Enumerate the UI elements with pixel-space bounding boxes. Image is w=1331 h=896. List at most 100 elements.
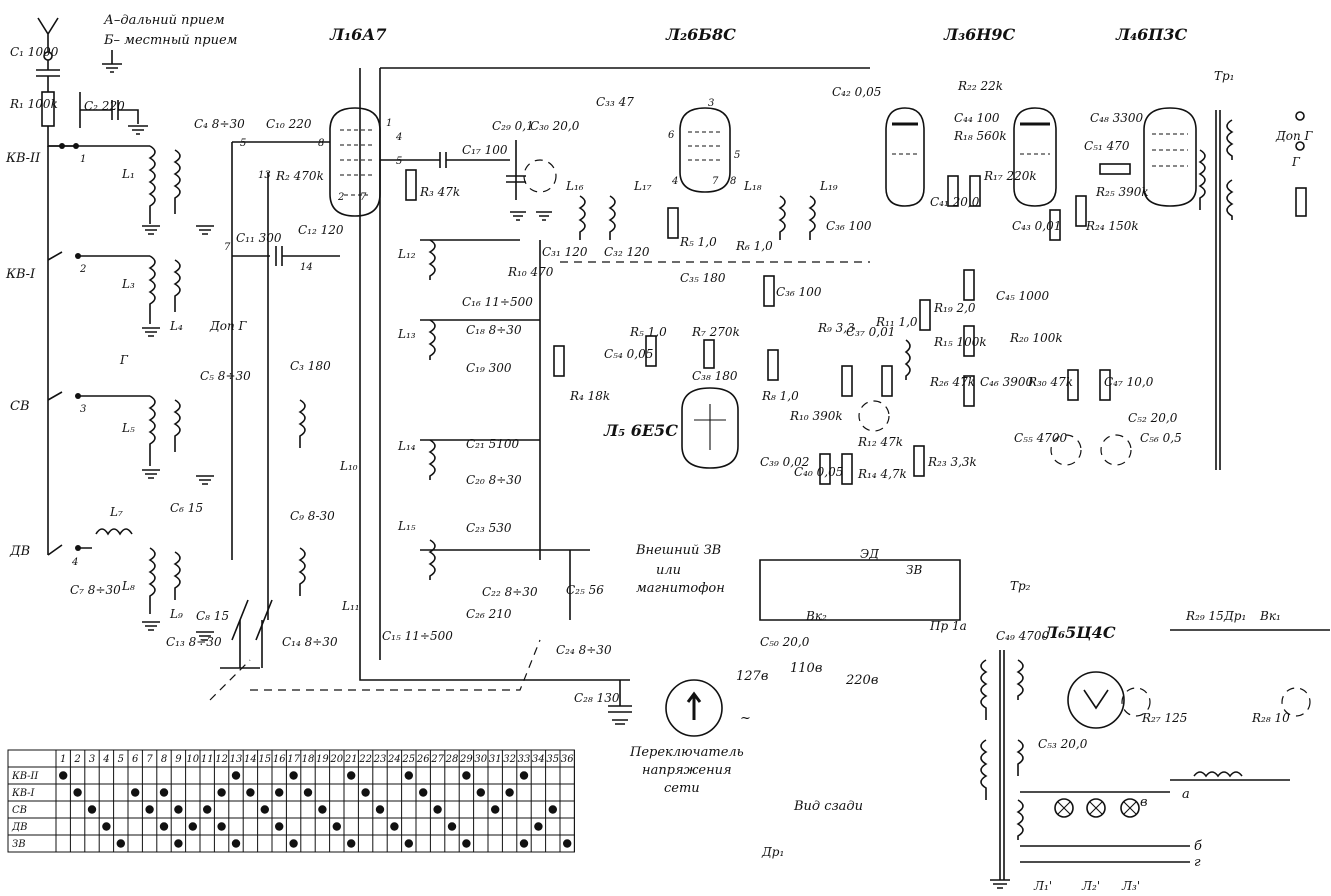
- table-contact-dot: [375, 805, 385, 814]
- c7-label: C₅ 8÷30: [200, 369, 251, 383]
- table-col-header: 19: [316, 754, 329, 765]
- table-col-header: 26: [416, 754, 430, 765]
- c53-label: R₂₈ 10: [1251, 711, 1290, 725]
- c37-label: C₃₉ 0,02: [760, 455, 809, 469]
- c20-label: C₁₉ 300: [466, 361, 512, 375]
- g-label: Г: [1291, 155, 1301, 169]
- r7-label: C₃₆ 100: [776, 285, 822, 299]
- table-contact-dot: [347, 839, 356, 848]
- table-contact-dot: [318, 805, 327, 814]
- mains-switch-3: сети: [664, 781, 700, 796]
- c10-label: C₁₀ 220: [266, 117, 312, 131]
- external-note-2: или: [656, 563, 681, 578]
- r1-label: R₁ 100k: [9, 97, 58, 111]
- c4-label: C₄ 8÷30: [194, 117, 245, 131]
- table-col-header: 35: [546, 754, 559, 765]
- table-row-band: СВ: [12, 805, 27, 816]
- svg-text:3: 3: [708, 98, 714, 109]
- r17-label: C₄₁ 20,0: [930, 195, 980, 209]
- table-contact-dot: [303, 788, 313, 797]
- c17-label: C₁₇ 100: [462, 143, 508, 157]
- l14-label: L₁₄: [397, 439, 416, 453]
- table-col-header: 25: [401, 754, 415, 765]
- r12-label: R₁₄ 4,7k: [857, 467, 907, 481]
- l4-tube-label: Л₄6П3С: [1115, 25, 1188, 44]
- r19-label: C₄₅ 1000: [996, 289, 1050, 303]
- table-contact-dot: [217, 822, 226, 831]
- r5-label: R₅ 1,0: [629, 325, 667, 339]
- l1-aux: R₃ 47k C₁₇ 100 C₂₉ 0,1 C₃₀ 20,0: [380, 119, 580, 221]
- table-contact-dot: [390, 822, 399, 831]
- c38-label: C₃₆ 100: [826, 219, 872, 233]
- table-contact-dot: [491, 805, 500, 814]
- table-contact-dot: [246, 788, 255, 797]
- l17-label: L₁₇: [633, 179, 652, 193]
- table-col-header: 4: [102, 754, 109, 765]
- c3-label: C₇ 8÷30: [70, 583, 121, 597]
- ed-label: Тр₂: [1010, 579, 1031, 593]
- table-col-header: 24: [387, 754, 401, 765]
- table-contact-dot: [404, 771, 413, 780]
- table-col-header: 5: [118, 754, 124, 765]
- table-contact-dot: [231, 839, 241, 848]
- table-col-header: 30: [474, 754, 487, 765]
- c27-label: C₂₄ 8÷30: [556, 643, 612, 657]
- mains-switch-1: Переключатель: [629, 745, 744, 760]
- table-contact-dot: [87, 805, 97, 814]
- tilde-label: ~: [740, 711, 751, 726]
- c14-label: C₉ 8-30: [290, 509, 335, 523]
- out-v: в: [1140, 795, 1148, 810]
- l1-tube-label: Л₁6А7: [329, 25, 386, 44]
- legend-local: Б– местный прием: [103, 33, 237, 48]
- svg-text:4: 4: [671, 176, 678, 187]
- r9-label: R₇ 270k: [691, 325, 740, 339]
- table-contact-dot: [159, 822, 169, 831]
- out-g: г: [1194, 855, 1201, 870]
- external-note-3: магнитофон: [636, 581, 725, 596]
- r30-label: C₅₂ 20,0: [1128, 411, 1178, 425]
- c13-label: C₃ 180: [290, 359, 331, 373]
- out-b: б: [1194, 839, 1202, 854]
- r10b-label: R₈ 1,0: [761, 389, 799, 403]
- svg-text:4: 4: [395, 132, 402, 143]
- r22-label: R₂₂ 22k: [957, 79, 1003, 93]
- svg-text:13: 13: [258, 170, 271, 181]
- l11-label: L₁₁: [341, 599, 360, 613]
- svg-text:7: 7: [360, 192, 367, 203]
- v127-label: 127в: [736, 669, 768, 684]
- c23-label: C₂₁ 5100: [466, 437, 520, 451]
- vk2-label: Пр 1а: [929, 619, 967, 633]
- v220-label: 220в: [845, 673, 878, 688]
- svg-text:7: 7: [224, 242, 231, 253]
- table-contact-dot: [447, 822, 457, 831]
- table-col-header: 16: [273, 754, 286, 765]
- r18-label: R₁₇ 220k: [983, 169, 1037, 183]
- table-contact-dot: [404, 839, 413, 848]
- lamp-1: Л₁': [1033, 879, 1052, 893]
- table-contact-dot: [433, 805, 442, 814]
- r29-label: Вк₁: [1259, 609, 1281, 623]
- l5-label: L₅: [121, 421, 135, 435]
- table-col-header: 14: [244, 754, 257, 765]
- table-contact-dot: [476, 788, 485, 797]
- c16-label: C₁₄ 8÷30: [282, 635, 338, 649]
- table-col-header: 15: [258, 754, 271, 765]
- r23-label: R₂₄ 150k: [1085, 219, 1139, 233]
- table-row-band: ДВ: [11, 822, 27, 833]
- table-col-header: 13: [230, 754, 243, 765]
- r20-label: R₁₅ 100k: [933, 335, 987, 349]
- table-col-header: 18: [302, 754, 315, 765]
- svg-text:1: 1: [386, 118, 392, 129]
- l15-label: L₁₅: [397, 519, 416, 533]
- r3-label: R₃ 47k: [419, 185, 460, 199]
- tr1-label: Тр₁: [1214, 69, 1235, 83]
- r14-label: C₄₀ 0,05: [794, 465, 843, 479]
- detector: C₃₇ 0,01 R₁₄ 4,7k R₁₁ 1,0 R₁₂ 47k R₂₃ 3,…: [841, 315, 977, 485]
- svg-text:3: 3: [80, 404, 86, 415]
- if-coils: L₁₆ L₁₇ L₁₈ L₁₉ C₃₁ 120 C₃₂ 120 C₃₃ 47 C…: [542, 95, 872, 285]
- c40-label: R₁₀ 390k: [789, 409, 843, 423]
- table-col-header: 9: [175, 754, 182, 765]
- c46-label: R₂₀ 100k: [1009, 331, 1063, 345]
